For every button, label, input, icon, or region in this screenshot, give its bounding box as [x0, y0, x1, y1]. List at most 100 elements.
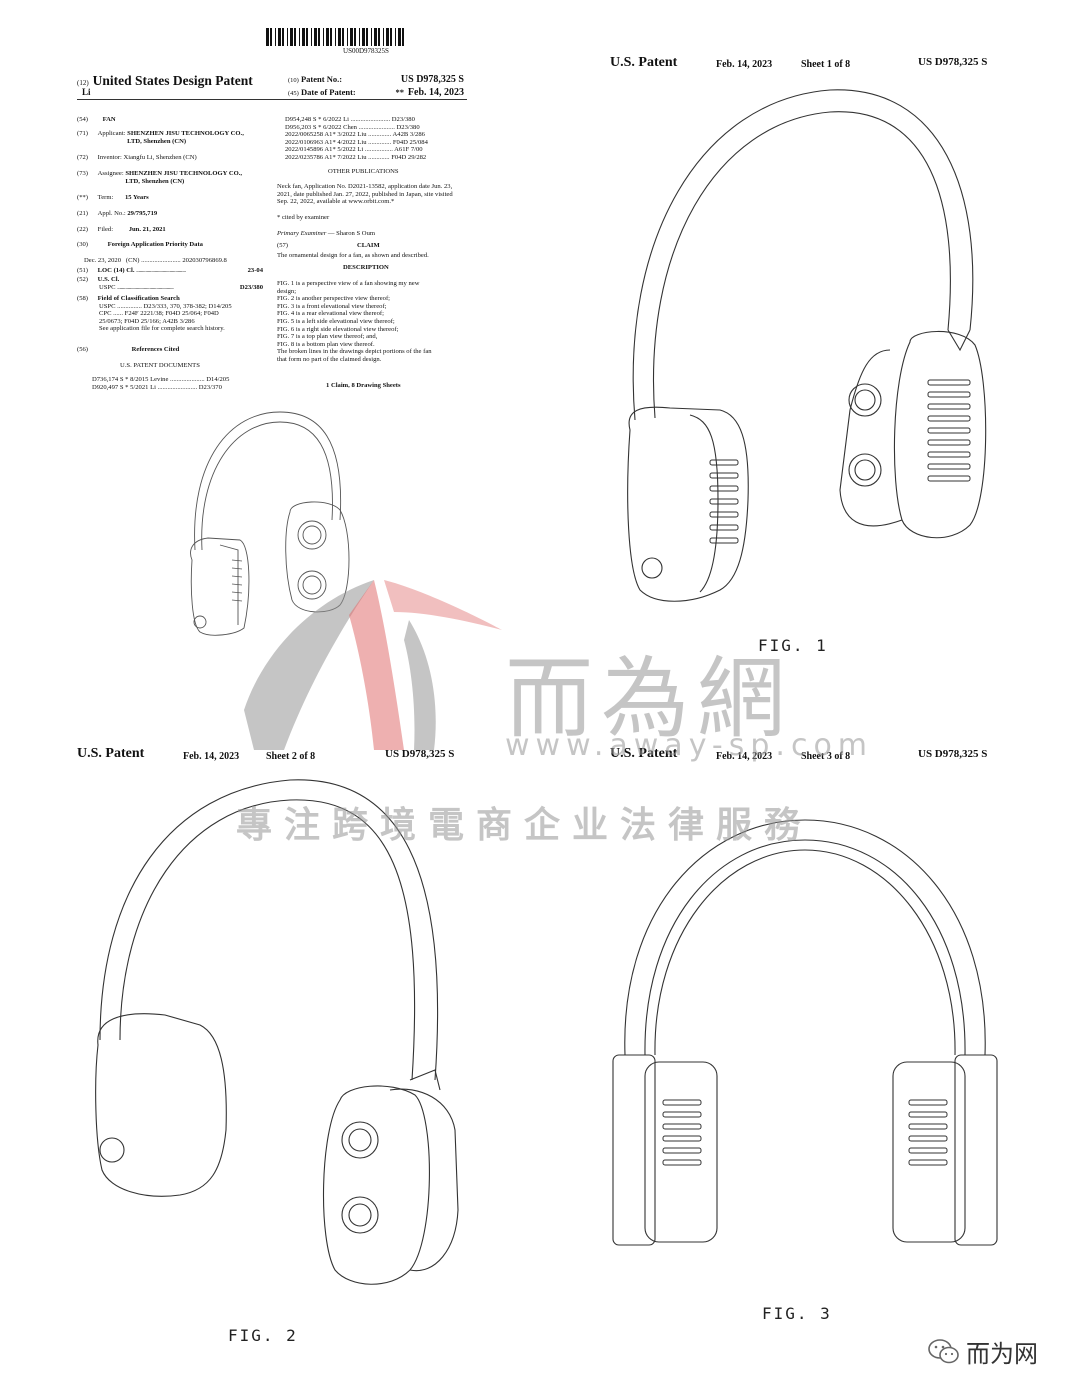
barcode-bar — [395, 28, 396, 46]
field-71: (71) Applicant: SHENZHEN JISU TECHNOLOGY… — [77, 130, 244, 145]
field-of-search: (58) Field of Classification Search USPC… — [77, 295, 267, 333]
sheet2-patent: U.S. Patent — [77, 746, 145, 761]
barcode-bar — [278, 28, 281, 46]
loc-class: (51) LOC (14) Cl. ......................… — [77, 267, 263, 274]
examiner: Primary Examiner — Sharon S Oum — [277, 230, 375, 237]
barcode-bar — [296, 28, 299, 46]
barcode-bar — [365, 28, 366, 46]
footer-badge-text: 而为网 — [966, 1340, 1038, 1368]
barcode-bar — [314, 28, 317, 46]
barcode-bar — [276, 28, 278, 46]
barcode-bar — [323, 28, 324, 46]
barcode-bar — [354, 28, 356, 46]
barcode-bar — [306, 28, 308, 46]
other-pub-line: 2021, date published Jan. 27, 2022, publ… — [277, 190, 453, 198]
barcode-bar — [281, 28, 282, 46]
barcode-bar — [312, 28, 314, 46]
barcode-bar — [398, 28, 401, 46]
field-term: (**) Term: 15 Years — [77, 194, 149, 201]
description-line: design; — [277, 287, 297, 295]
barcode-bar — [299, 28, 300, 46]
barcode-bar — [402, 28, 404, 46]
front-page: US00D978325S (12) United States Design P… — [70, 24, 470, 404]
barcode-bar — [305, 28, 306, 46]
us-doc-ref: D954,248 S * 6/2022 Li .................… — [285, 116, 415, 123]
sheet3-patent: U.S. Patent — [610, 746, 678, 761]
watermark-url: www.away-sp.com — [505, 728, 874, 763]
barcode-bar — [404, 28, 407, 46]
barcode: US00D978325S — [266, 28, 466, 55]
barcode-bar — [371, 28, 372, 46]
description-line: FIG. 7 is a top plan view thereof; and, — [277, 333, 378, 341]
sheet1-patent: U.S. Patent — [610, 55, 678, 70]
other-pubs-label: OTHER PUBLICATIONS — [328, 168, 399, 175]
barcode-bar — [396, 28, 398, 46]
other-pubs-text: Neck fan, Application No. D2021-13582, a… — [277, 183, 453, 206]
sheet1-number: US D978,325 S — [918, 56, 988, 68]
fig2-label: FIG. 2 — [228, 1326, 298, 1345]
field-22: (22) Filed: Jun. 21, 2021 — [77, 226, 166, 233]
sheet2-number: US D978,325 S — [385, 748, 455, 760]
description-line: FIG. 3 is a front elevational view there… — [277, 302, 387, 310]
priority-line: Dec. 23, 2020 (CN) .....................… — [84, 257, 227, 264]
barcode-bar — [353, 28, 354, 46]
description-text: FIG. 1 is a perspective view of a fan sh… — [277, 280, 432, 364]
barcode-bar — [332, 28, 335, 46]
description-line: The broken lines in the drawings depict … — [277, 348, 432, 356]
field-21: (21) Appl. No.: 29/795,719 — [77, 210, 158, 217]
barcode-bar — [384, 28, 386, 46]
patent-date: Feb. 14, 2023 — [407, 87, 464, 98]
us-class: (52) U.S. Cl. USPC .....................… — [77, 276, 263, 291]
barcode-bar — [311, 28, 312, 46]
description-line: that form no part of the claimed design. — [277, 355, 382, 363]
barcode-bar — [282, 28, 284, 46]
claim-text: The ornamental design for a fan, as show… — [277, 252, 429, 259]
field-search-line: CPC ...... F24F 2221/38; F04D 25/064; F0… — [99, 310, 219, 318]
description-line: FIG. 1 is a perspective view of a fan sh… — [277, 280, 420, 287]
us-doc-ref: D920,497 S * 5/2021 Li .................… — [92, 383, 222, 391]
patent-number-row: (10) Patent No.: US D978,325 S — [288, 74, 464, 85]
barcode-bar — [329, 28, 330, 46]
barcode-bar — [302, 28, 305, 46]
barcode-bar — [386, 28, 389, 46]
cited-note: * cited by examiner — [277, 214, 330, 221]
right-refs-list: D954,248 S * 6/2022 Li .................… — [285, 116, 428, 162]
patent-date-row: (45) Date of Patent: ** Feb. 14, 2023 — [288, 87, 464, 98]
us-doc-ref: 2022/0235786 A1* 7/2022 Liu ............… — [285, 153, 427, 161]
description-line: FIG. 4 is a rear elevational view thereo… — [277, 310, 384, 318]
barcode-bar — [272, 28, 275, 46]
field-72: (72) Inventor: Xiangfu Li, Shenzhen (CN) — [77, 154, 197, 161]
title-rule — [77, 99, 467, 100]
barcode-bar — [374, 28, 377, 46]
sheet3-sheet: Sheet 3 of 8 — [801, 751, 851, 762]
barcode-bar — [368, 28, 371, 46]
field-search-line: 25/0673; F04D 25/166; A42B 3/286 — [99, 317, 195, 325]
description-line: FIG. 5 is a left side elevational view t… — [277, 317, 395, 325]
field-54: (54) FAN — [77, 116, 116, 123]
barcode-bar — [341, 28, 342, 46]
fig2-drawing — [95, 779, 459, 1285]
description-line: FIG. 6 is a right side elevational view … — [277, 325, 399, 333]
barcode-bar — [293, 28, 294, 46]
watermark-logo — [244, 580, 502, 750]
barcode-bar — [335, 28, 336, 46]
barcode-bar — [372, 28, 374, 46]
sheet2-sheet: Sheet 2 of 8 — [266, 751, 316, 762]
barcode-bars — [266, 28, 466, 46]
barcode-bar — [344, 28, 347, 46]
claim-head: (57) CLAIM — [277, 242, 380, 249]
barcode-bar — [390, 28, 392, 46]
barcode-bar — [266, 28, 269, 46]
barcode-bar — [318, 28, 320, 46]
barcode-bar — [338, 28, 341, 46]
watermark-brand: 而為網 — [505, 647, 794, 750]
fig3-label: FIG. 3 — [762, 1304, 832, 1323]
barcode-bar — [275, 28, 276, 46]
barcode-bar — [360, 28, 362, 46]
barcode-bar — [336, 28, 338, 46]
patent-number: US D978,325 S — [400, 74, 464, 85]
fig1-label: FIG. 1 — [758, 636, 828, 655]
barcode-bar — [389, 28, 390, 46]
field-search-line: See application file for complete search… — [99, 325, 225, 333]
watermark-slogan: 專注跨境電商企业法律服務 — [236, 805, 813, 846]
